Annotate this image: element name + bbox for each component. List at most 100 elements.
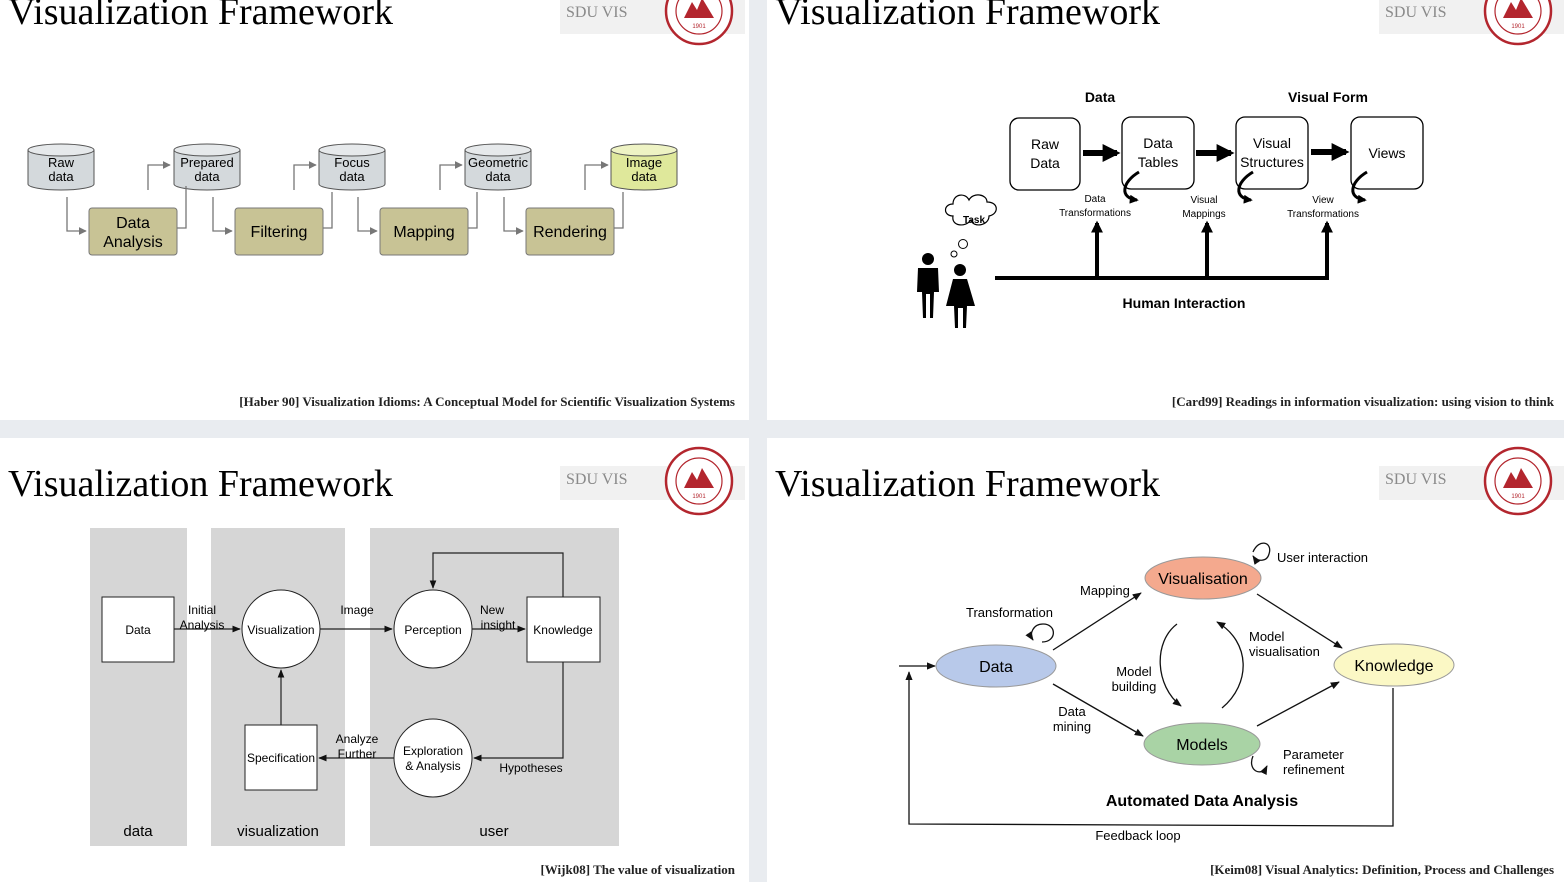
svg-text:Prepared: Prepared [180, 155, 233, 170]
slide-title: Visualization Framework [8, 463, 394, 505]
svg-text:data: data [339, 169, 365, 184]
svg-text:Transformation: Transformation [966, 605, 1053, 620]
task-thought-cloud: Task [944, 194, 997, 258]
university-logo: 1901 [664, 446, 734, 516]
svg-text:Automated Data Analysis: Automated Data Analysis [1106, 793, 1298, 810]
card-diagram: Data Visual Form Raw Data Data Tables Vi… [917, 89, 1424, 328]
svg-text:Data: Data [116, 215, 150, 232]
svg-text:Feedback loop: Feedback loop [1095, 828, 1180, 843]
svg-text:visualisation: visualisation [1249, 644, 1320, 659]
box-views [1350, 116, 1424, 190]
cylinder-geometric-data: Geometric data [464, 143, 532, 191]
svg-text:Focus: Focus [334, 155, 370, 170]
column-data: data [123, 823, 153, 840]
svg-text:Mapping: Mapping [1080, 583, 1130, 598]
svg-text:1901: 1901 [1511, 24, 1525, 30]
svg-text:Raw: Raw [1031, 136, 1060, 152]
node-data [935, 644, 1057, 688]
svg-text:Analysis: Analysis [180, 618, 225, 632]
svg-text:User interaction: User interaction [1277, 550, 1368, 565]
human-interaction-label: Human Interaction [1123, 295, 1246, 311]
stage-mapping: Mapping [379, 207, 469, 256]
slide-card[interactable]: Visualization Framework SDU VIS 1901 Dat… [767, 0, 1564, 420]
svg-text:data: data [485, 169, 511, 184]
slide-wijk[interactable]: Visualization Framework SDU VIS 1901 dat… [0, 438, 749, 882]
svg-text:View: View [1312, 195, 1334, 206]
svg-text:Data: Data [1030, 155, 1060, 171]
svg-text:Exploration: Exploration [403, 744, 463, 758]
svg-text:Hypotheses: Hypotheses [499, 761, 562, 775]
box-specification [244, 724, 318, 791]
node-models [1143, 722, 1261, 766]
svg-text:data: data [631, 169, 657, 184]
university-logo: 1901 [664, 0, 734, 46]
keim-diagram: Visualisation Data Models Knowledge User… [899, 542, 1455, 843]
university-logo: 1901 [1483, 0, 1553, 46]
svg-text:Tables: Tables [1138, 154, 1178, 170]
svg-text:Geometric: Geometric [468, 155, 528, 170]
cylinder-prepared-data: Prepared data [173, 143, 241, 191]
svg-text:Data: Data [1058, 704, 1086, 719]
svg-text:Data: Data [1143, 135, 1173, 151]
svg-text:Image: Image [340, 603, 374, 617]
svg-text:Models: Models [1176, 737, 1228, 754]
node-visualisation [1144, 556, 1262, 600]
svg-text:Initial: Initial [188, 603, 216, 617]
university-logo: 1901 [1483, 446, 1553, 516]
svg-text:Rendering: Rendering [533, 224, 607, 241]
svg-text:Structures: Structures [1240, 154, 1304, 170]
heading-data: Data [1085, 89, 1116, 105]
column-visualization: visualization [237, 823, 319, 840]
slide-haber[interactable]: Visualization Framework SDU VIS 1901 Raw… [0, 0, 749, 420]
cylinder-image-data: Image data [610, 143, 678, 191]
svg-text:Transformations: Transformations [1287, 209, 1359, 220]
svg-text:Task: Task [963, 215, 985, 226]
svg-text:New: New [480, 603, 504, 617]
heading-visual-form: Visual Form [1288, 89, 1368, 105]
svg-text:data: data [48, 169, 74, 184]
box-data-tables [1121, 116, 1195, 190]
node-knowledge [1333, 643, 1455, 687]
column-user: user [479, 823, 508, 840]
slide-title: Visualization Framework [8, 0, 394, 33]
svg-text:Views: Views [1368, 145, 1405, 161]
svg-text:data: data [194, 169, 220, 184]
svg-text:insight: insight [481, 618, 516, 632]
haber-diagram: Raw data Prepared data Focus data Geomet… [27, 143, 678, 256]
svg-text:mining: mining [1053, 719, 1091, 734]
svg-text:Model: Model [1116, 664, 1152, 679]
svg-text:Image: Image [626, 155, 662, 170]
svg-text:building: building [1112, 679, 1157, 694]
svg-text:Parameter: Parameter [1283, 747, 1344, 762]
svg-text:Data: Data [1084, 194, 1106, 205]
box-raw-data [1009, 117, 1081, 191]
svg-text:Visualization: Visualization [247, 623, 314, 637]
svg-text:1901: 1901 [692, 494, 706, 500]
wijk-diagram: data visualization user Data Visualizati… [90, 528, 619, 846]
svg-text:Data: Data [979, 659, 1013, 676]
slide-title: Visualization Framework [775, 0, 1161, 33]
citation: [Haber 90] Visualization Idioms: A Conce… [239, 394, 735, 409]
svg-text:Data: Data [125, 623, 151, 637]
citation: [Keim08] Visual Analytics: Definition, P… [1210, 862, 1554, 877]
svg-text:Mappings: Mappings [1182, 209, 1225, 220]
cylinder-focus-data: Focus data [318, 143, 386, 191]
svg-text:Visual: Visual [1190, 195, 1217, 206]
cylinder-raw-data: Raw data [27, 143, 95, 191]
svg-text:Further: Further [338, 747, 377, 761]
svg-text:& Analysis: & Analysis [405, 759, 460, 773]
stage-data-analysis: Data Analysis [88, 207, 178, 256]
svg-text:Analysis: Analysis [103, 234, 163, 251]
node-exploration [393, 718, 473, 798]
svg-text:Mapping: Mapping [393, 224, 454, 241]
svg-text:Filtering: Filtering [251, 224, 308, 241]
svg-text:Knowledge: Knowledge [533, 623, 593, 637]
people-icon [917, 253, 975, 328]
stage-rendering: Rendering [525, 207, 615, 256]
slide-keim[interactable]: Visualization Framework SDU VIS 1901 Vis… [767, 438, 1564, 882]
logo-year: 1901 [692, 24, 706, 30]
svg-text:Perception: Perception [404, 623, 461, 637]
citation: [Wijk08] The value of visualization [540, 862, 735, 877]
svg-text:Analyze: Analyze [336, 732, 379, 746]
svg-text:1901: 1901 [1511, 494, 1525, 500]
